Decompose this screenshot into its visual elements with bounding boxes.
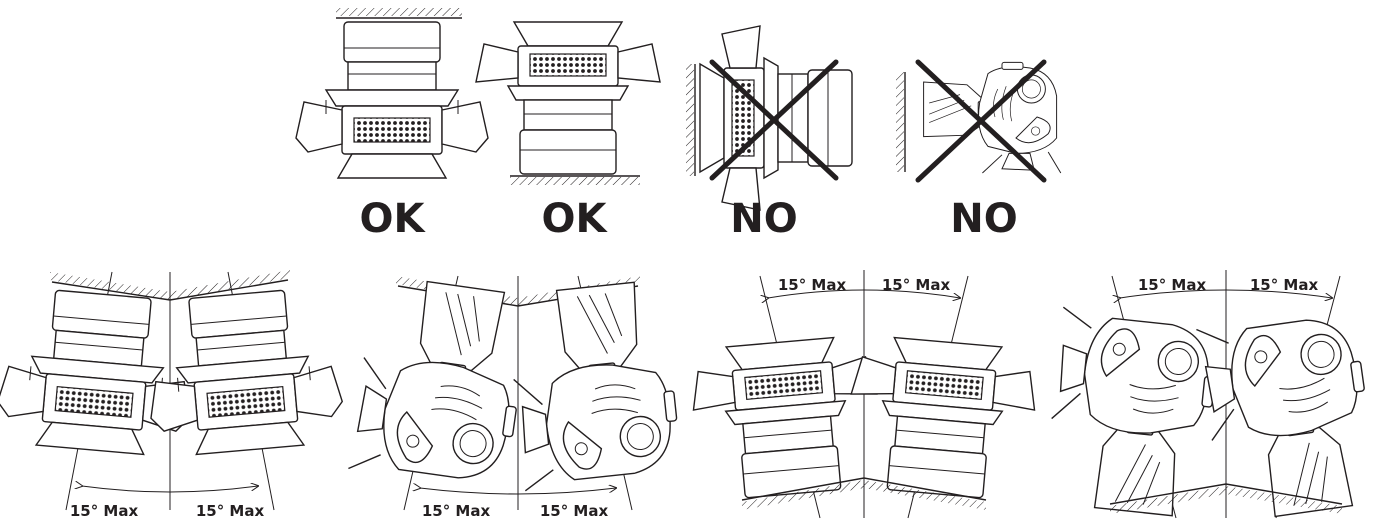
ceiling-mount-ok-illustration	[295, 8, 489, 179]
ceiling-tilt-side-illustration	[347, 273, 684, 511]
tilt-limit-label-1: 15° Max	[70, 502, 139, 520]
floor-tilt-side-illustration	[1042, 270, 1381, 525]
verdict-no-1: NO	[730, 196, 797, 242]
verdict-ok-2: OK	[542, 196, 609, 242]
floor-tilt-front-illustration	[687, 270, 1041, 519]
tilt-limit-label-8: 15° Max	[1250, 276, 1319, 294]
wall-mount-no-illustration	[686, 25, 853, 211]
tilt-limit-label-6: 15° Max	[882, 276, 951, 294]
verdict-no-2: NO	[950, 196, 1017, 242]
floor-mount-ok-illustration	[475, 21, 661, 185]
tilt-limit-label-4: 15° Max	[540, 502, 609, 520]
verdict-ok-1: OK	[360, 196, 427, 242]
tilt-limit-label-7: 15° Max	[1138, 276, 1207, 294]
tilt-limit-label-5: 15° Max	[778, 276, 847, 294]
ceiling-tilt-front-illustration	[0, 270, 347, 511]
tilt-limit-label-3: 15° Max	[422, 502, 491, 520]
tilt-limit-label-2: 15° Max	[196, 502, 265, 520]
wall-side-mount-no-illustration	[896, 59, 1062, 183]
